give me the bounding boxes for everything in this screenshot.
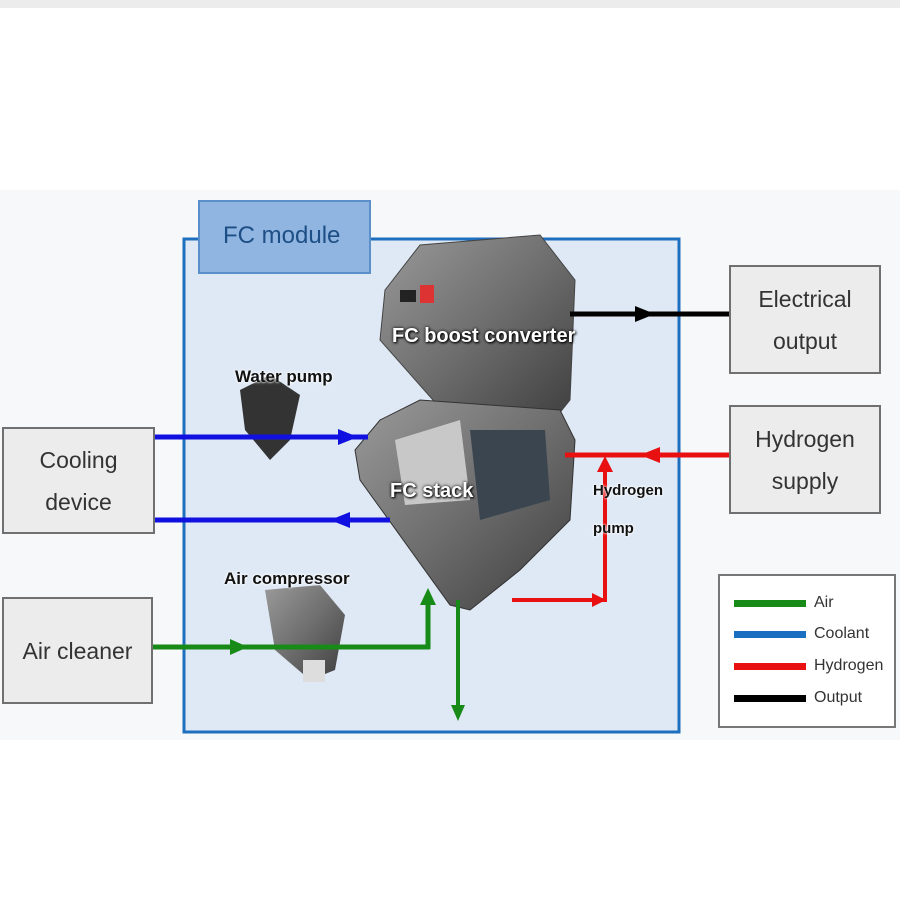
air-compressor-label: Air compressor [224,569,350,588]
coolant-line-in [154,429,368,445]
top-band [0,0,900,8]
coolant-line-out [154,512,390,528]
legend-label: Air [814,594,834,611]
hydrogen-supply-box: Hydrogen supply [729,405,881,514]
hydrogen-pump-label-1: Hydrogen [593,482,664,499]
cooling-line1: Cooling [39,446,118,473]
legend-swatch [734,694,806,702]
hydrogen-pump-label-2: pump [593,520,634,537]
fc-module-title: FC module [223,222,341,249]
hydrogen-line1: Hydrogen [755,425,855,452]
hydrogen-line [512,447,729,607]
legend-item-hydrogen: Hydrogen [734,657,883,675]
legend-label: Hydrogen [814,657,884,674]
fc-stack-label: FC stack [390,480,474,502]
electrical-line1: Electrical [758,285,852,312]
legend-label: Coolant [814,625,870,642]
legend-swatch [734,599,806,607]
legend-label: Output [814,689,863,706]
fc-module-tab [198,200,371,274]
legend: Air Coolant Hydrogen Output [718,574,896,728]
electrical-line2: output [773,327,837,354]
legend-item-air: Air [734,594,834,612]
air-cleaner-box: Air cleaner [2,597,153,704]
water-pump-label: Water pump [235,367,333,386]
air-line [152,588,465,721]
legend-item-output: Output [734,689,862,707]
legend-swatch [734,662,806,670]
hydrogen-line2: supply [771,467,839,494]
air-cleaner-label: Air cleaner [22,637,133,664]
legend-swatch [734,630,806,638]
boost-converter-label: FC boost converter [392,325,576,347]
fc-unit-photo [240,234,576,682]
electrical-output-box: Electrical output [729,265,881,374]
legend-item-coolant: Coolant [734,625,869,643]
cooling-device-box: Cooling device [2,427,155,534]
output-line [570,306,729,322]
cooling-line2: device [45,488,112,515]
